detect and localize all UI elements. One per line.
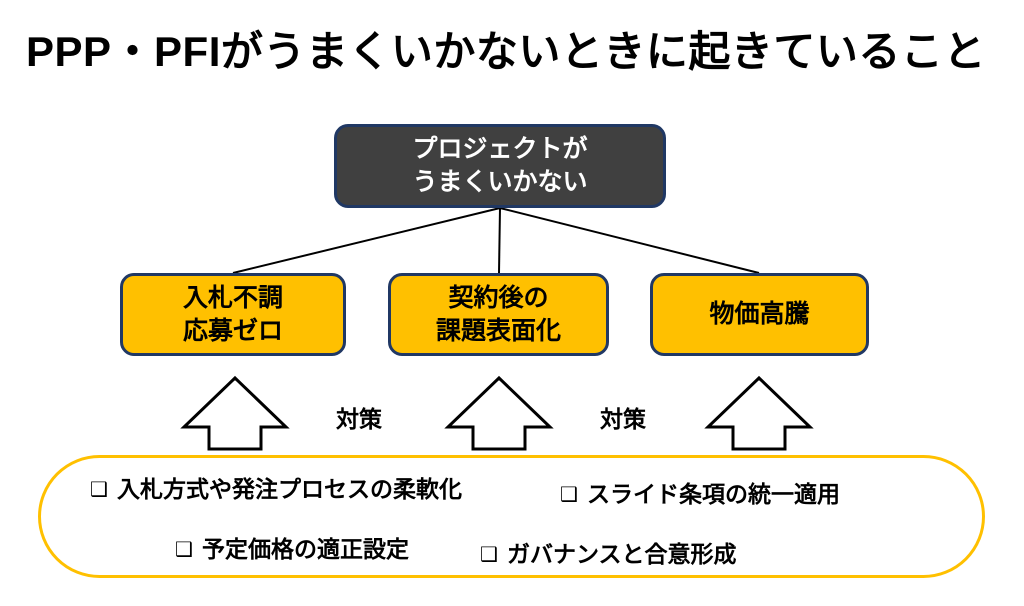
measure-item-3-label: 予定価格の適正設定 — [201, 536, 409, 562]
measure-item-4-label: ガバナンスと合意形成 — [506, 541, 737, 567]
up-arrow-icon-3 — [704, 375, 814, 451]
measure-item-1[interactable]: ❑ 入札方式や発注プロセスの柔軟化 — [90, 474, 462, 505]
page-title: PPP・PFIがうまくいかないときに起きていること — [26, 28, 986, 75]
square-bullet-icon: ❑ — [560, 484, 578, 506]
arrow-label-countermeasure-1: 対策 — [336, 406, 382, 432]
measure-item-2-label: スライド条項の統一適用 — [586, 481, 840, 507]
up-arrow-icon-2 — [444, 375, 554, 451]
root-node-project-failure[interactable]: プロジェクトが うまくいかない — [334, 124, 666, 208]
square-bullet-icon: ❑ — [90, 479, 108, 501]
square-bullet-icon: ❑ — [480, 544, 498, 566]
measure-item-3[interactable]: ❑ 予定価格の適正設定 — [175, 534, 409, 565]
issue-node-3-label: 物価高騰 — [709, 300, 810, 328]
up-arrow-icon-1 — [180, 375, 290, 451]
square-bullet-icon: ❑ — [175, 539, 193, 561]
issue-node-2[interactable]: 契約後の 課題表面化 — [388, 273, 609, 356]
issue-node-3[interactable]: 物価高騰 — [650, 273, 869, 356]
measure-item-2[interactable]: ❑ スライド条項の統一適用 — [560, 479, 840, 510]
connector-root-to-issue-1 — [232, 207, 501, 274]
connector-root-to-issue-2 — [498, 207, 501, 274]
issue-node-2-label: 契約後の 課題表面化 — [435, 283, 561, 345]
connector-root-to-issue-3 — [499, 207, 760, 274]
issue-node-1-label: 入札不調 応募ゼロ — [182, 283, 283, 345]
measure-item-4[interactable]: ❑ ガバナンスと合意形成 — [480, 539, 736, 570]
measure-item-1-label: 入札方式や発注プロセスの柔軟化 — [116, 476, 462, 502]
issue-node-1[interactable]: 入札不調 応募ゼロ — [120, 273, 346, 356]
arrow-label-countermeasure-2: 対策 — [600, 406, 646, 432]
root-node-label: プロジェクトが うまくいかない — [412, 135, 588, 196]
measures-container — [38, 455, 985, 578]
